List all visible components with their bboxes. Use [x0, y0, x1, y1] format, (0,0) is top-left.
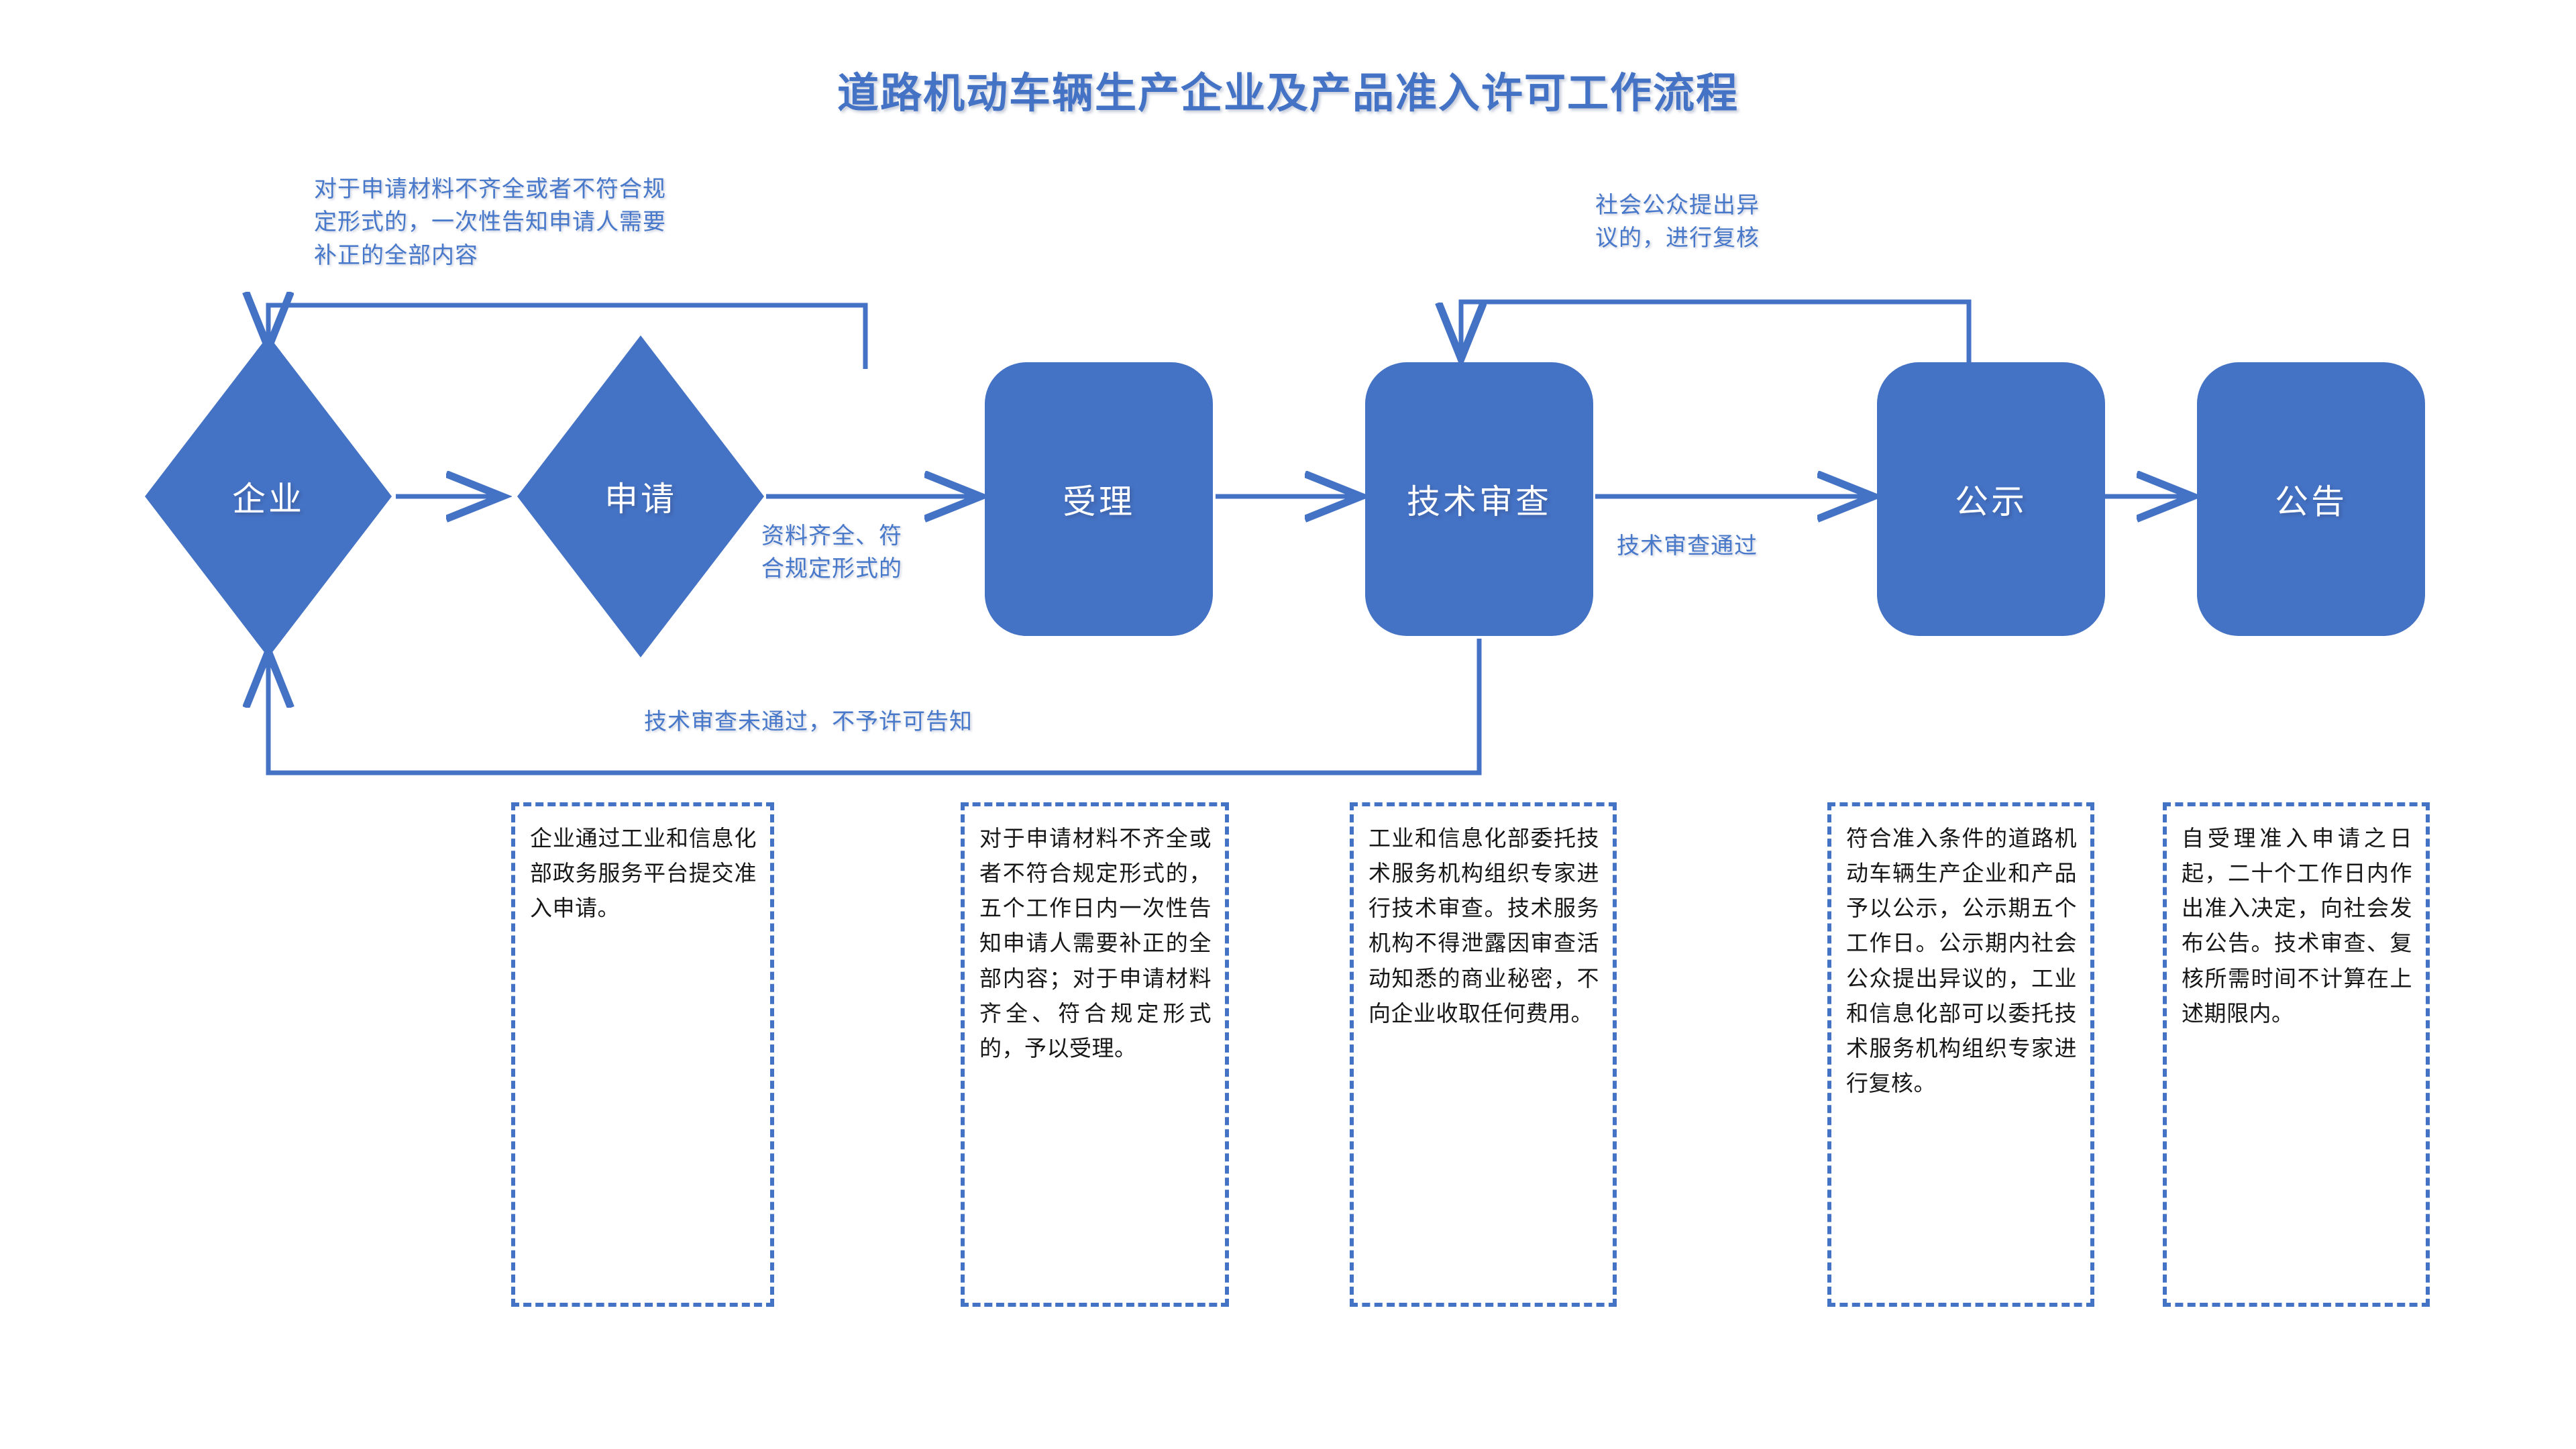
- note-text: 对于申请材料不齐全或者不符合规定形式的，五个工作日内一次性告知申请人需要补正的全…: [979, 825, 1212, 1061]
- edge-recheck-to-review: [1461, 299, 1972, 362]
- node-application[interactable]: 申请: [517, 335, 764, 657]
- node-publicity[interactable]: 公示: [1877, 362, 2105, 636]
- node-label-publicity: 公示: [1955, 482, 2027, 521]
- node-label-announce: 公告: [2275, 482, 2347, 521]
- note-text: 符合准入条件的道路机动车辆生产企业和产品予以公示，公示期五个工作日。公示期内社会…: [1846, 825, 2077, 1096]
- node-label-acceptance: 受理: [1063, 482, 1135, 521]
- node-label-application: 申请: [604, 480, 677, 519]
- rounded-rect-shape: [1365, 362, 1593, 636]
- node-label-enterprise: 企业: [232, 480, 305, 519]
- edge-label-review-failed: 技术审查未通过，不予许可告知: [644, 708, 973, 735]
- node-label-review: 技术审查: [1407, 482, 1552, 521]
- page-title: 道路机动车辆生产企业及产品准入许可工作流程: [837, 68, 1739, 117]
- note-card-announce: 自受理准入申请之日起，二十个工作日内作出准入决定，向社会发布公告。技术审查、复核…: [2163, 802, 2430, 1307]
- edge-rework-to-enterprise: [268, 305, 868, 369]
- edge-label-incomplete-feedback: 对于申请材料不齐全或者不符合规 定形式的，一次性告知申请人需要 补正的全部内容: [314, 176, 666, 269]
- rounded-rect-shape: [2197, 362, 2425, 636]
- rounded-rect-shape: [985, 362, 1213, 636]
- note-card-enterprise: 企业通过工业和信息化部政务服务平台提交准入申请。: [511, 802, 774, 1307]
- rounded-rect-shape: [1877, 362, 2105, 636]
- note-card-review: 工业和信息化部委托技术服务机构组织专家进行技术审查。技术服务机构不得泄露因审查活…: [1350, 802, 1617, 1307]
- node-enterprise[interactable]: 企业: [145, 335, 392, 657]
- node-acceptance[interactable]: 受理: [985, 362, 1213, 636]
- edge-label-materials-complete: 资料齐全、符 合规定形式的: [761, 523, 902, 583]
- node-review[interactable]: 技术审查: [1365, 362, 1593, 636]
- edge-label-review-passed: 技术审查通过: [1617, 533, 1758, 559]
- note-card-publicity: 符合准入条件的道路机动车辆生产企业和产品予以公示，公示期五个工作日。公示期内社会…: [1827, 802, 2094, 1307]
- node-announce[interactable]: 公告: [2197, 362, 2425, 636]
- note-text: 工业和信息化部委托技术服务机构组织专家进行技术审查。技术服务机构不得泄露因审查活…: [1368, 825, 1599, 1026]
- note-text: 自受理准入申请之日起，二十个工作日内作出准入决定，向社会发布公告。技术审查、复核…: [2182, 825, 2412, 1026]
- note-card-application: 对于申请材料不齐全或者不符合规定形式的，五个工作日内一次性告知申请人需要补正的全…: [961, 802, 1229, 1307]
- edge-reject-to-enterprise: [268, 639, 1482, 775]
- edge-label-public-objection: 社会公众提出异 议的，进行复核: [1595, 192, 1760, 252]
- note-text: 企业通过工业和信息化部政务服务平台提交准入申请。: [530, 825, 757, 922]
